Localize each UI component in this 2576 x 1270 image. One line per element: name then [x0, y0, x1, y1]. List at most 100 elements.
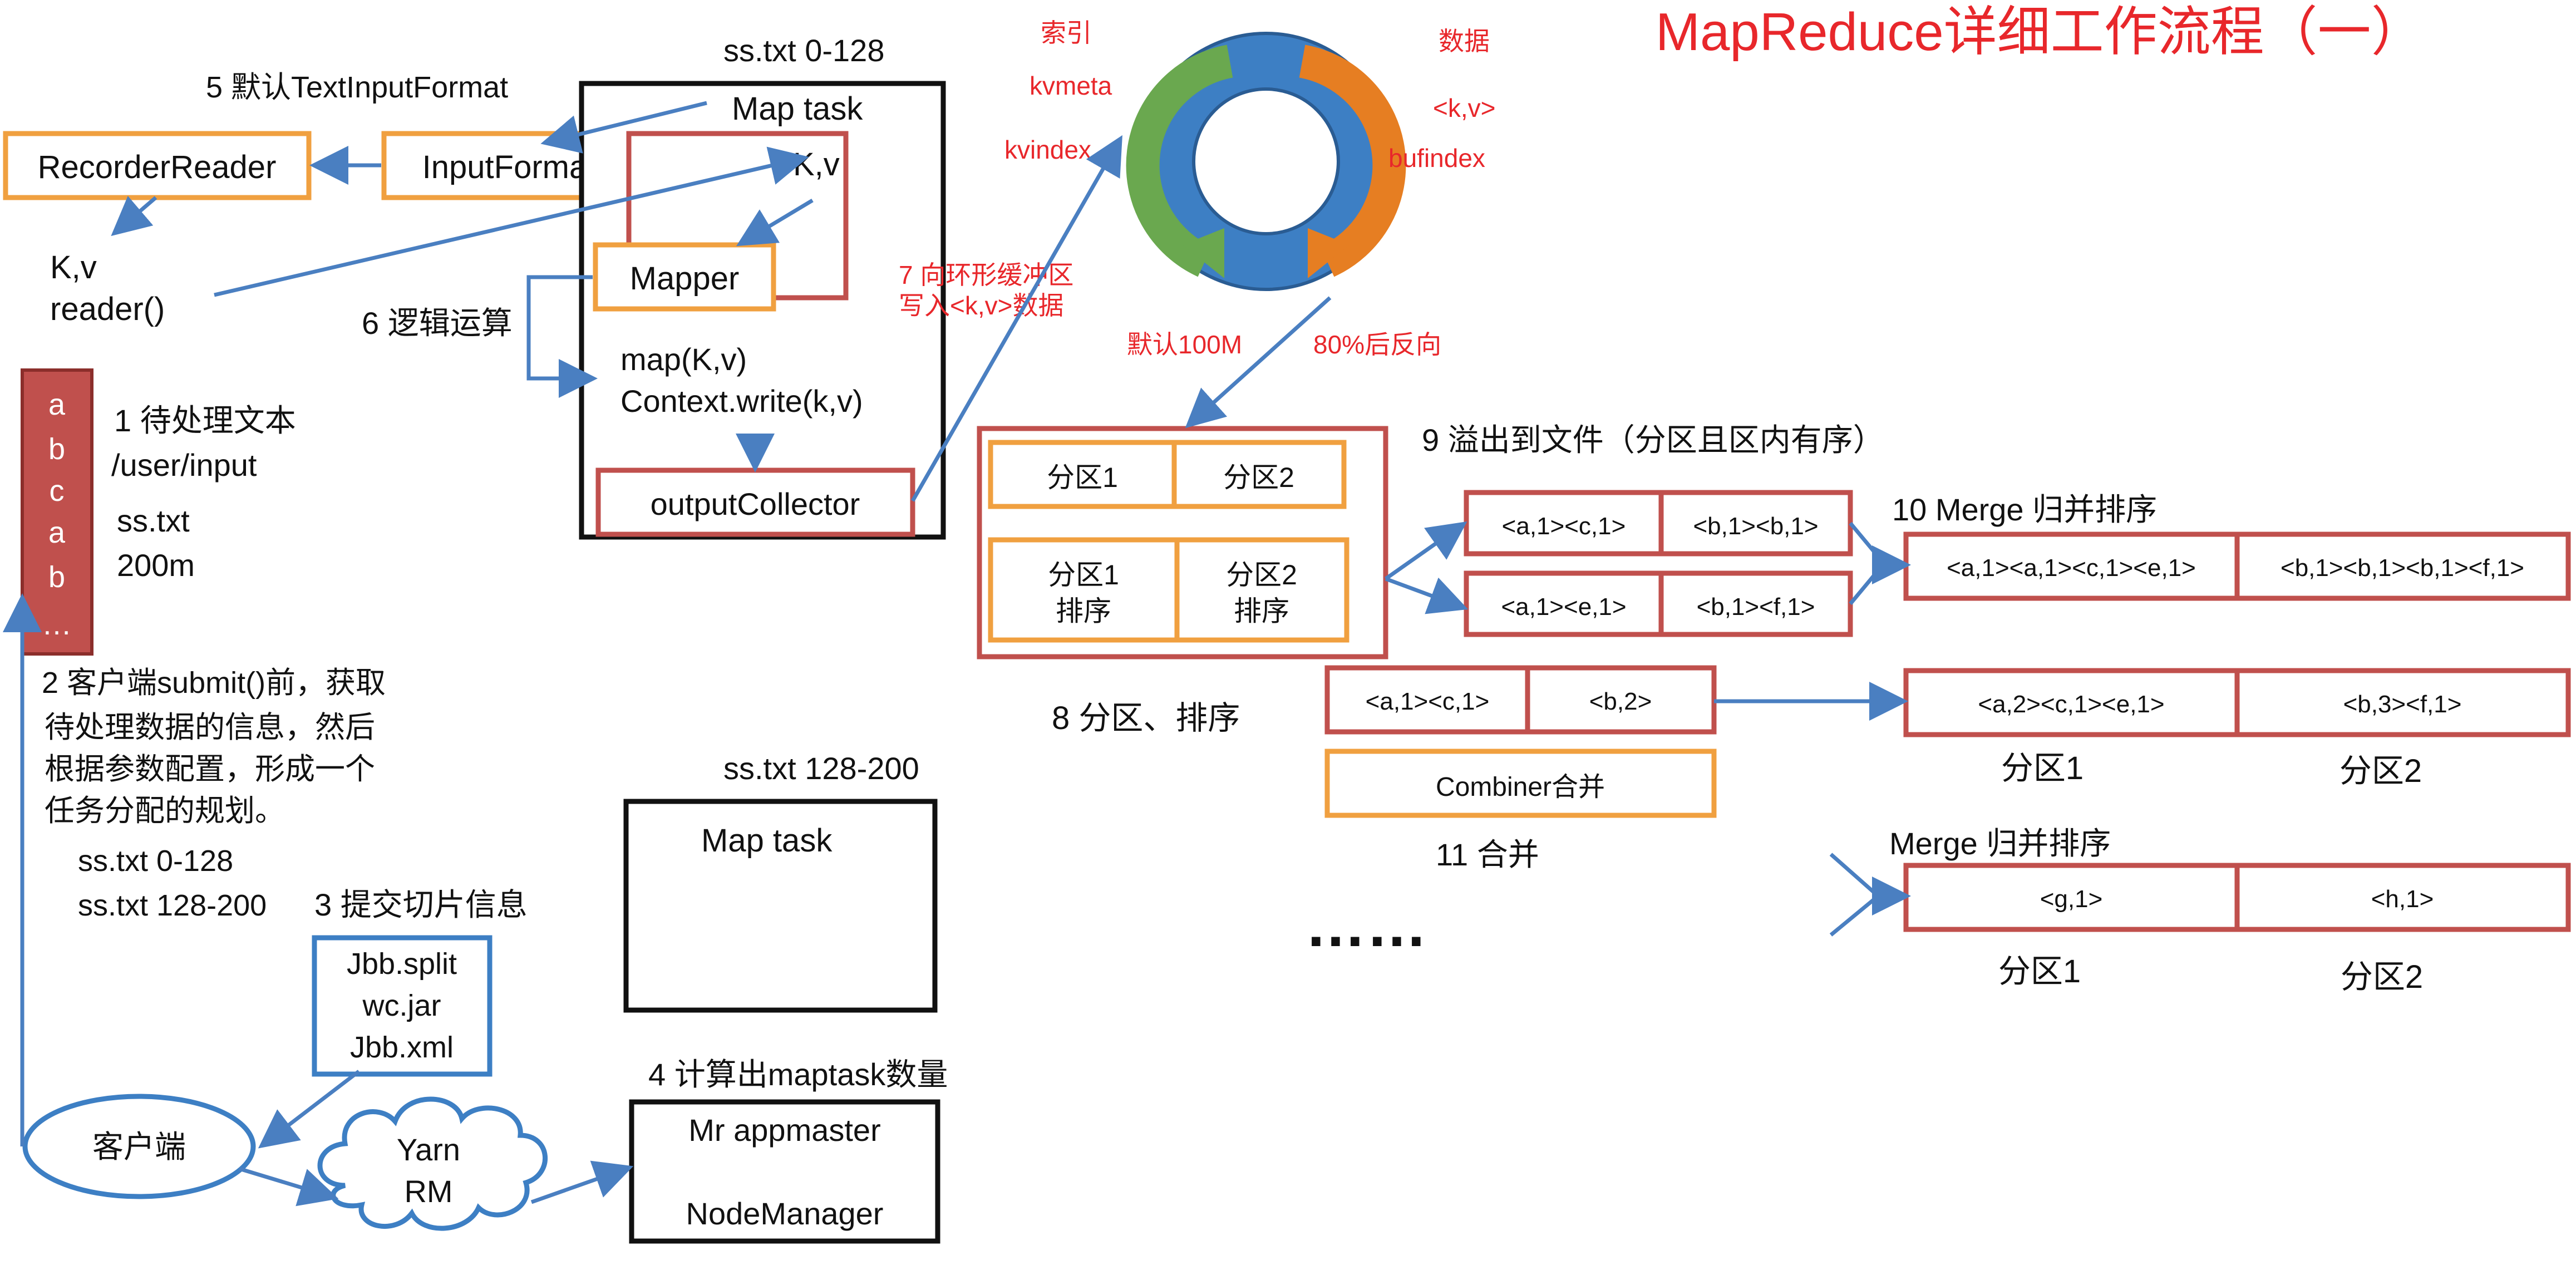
spill2-box: [1464, 570, 1853, 637]
ring-green-arrow: [1126, 45, 1233, 277]
spill1-b: <b,1><b,1>: [1693, 513, 1818, 540]
step1-line2: /user/input: [111, 447, 257, 483]
file-char: b: [48, 432, 65, 466]
merged-out-a: <a,2><c,1><e,1>: [1978, 691, 2164, 718]
output-collector-label: outputCollector: [651, 486, 860, 521]
combine-in-b: <b,2>: [1589, 688, 1652, 715]
step2-line1: 2 客户端submit()前，获取: [42, 666, 386, 700]
partition1-box: [988, 440, 1177, 509]
ring-left-2: kvmeta: [1030, 71, 1112, 100]
client-node: [22, 1094, 256, 1199]
file-char: …: [42, 608, 72, 641]
job-files-box: [312, 935, 492, 1077]
maptask1-label: Map task: [732, 91, 863, 127]
flow-arrows: [3, 101, 1911, 1207]
step1-line1: 1 待处理文本: [114, 403, 296, 438]
step2-line4: 任务分配的规划。: [45, 794, 285, 828]
partition2-sort-line1: 分区2: [1226, 559, 1297, 590]
ring-right-3: bufindex: [1388, 144, 1485, 173]
file-char: a: [48, 516, 66, 549]
partition2-label: 分区2: [1223, 462, 1294, 493]
combine-in-a: <a,1><c,1>: [1366, 688, 1490, 715]
job-file-xml: Jbb.xml: [350, 1031, 454, 1064]
appmaster-label-1: Mr appmaster: [688, 1113, 880, 1148]
job-file-split: Jbb.split: [347, 947, 457, 981]
step11-label: 11 合并: [1436, 837, 1539, 872]
step2-line2: 待处理数据的信息，然后: [45, 711, 375, 744]
merged-partition1-label: 分区1: [2001, 750, 2084, 786]
merge1-a: <a,1><a,1><c,1><e,1>: [1947, 554, 2196, 582]
file-char: c: [50, 474, 65, 508]
step2-line3: 根据参数配置，形成一个: [45, 752, 375, 786]
step1-line3: ss.txt: [117, 503, 190, 538]
recorder-reader-label: RecorderReader: [38, 149, 277, 185]
recorder-reader-box: [3, 131, 312, 200]
partition2-sort-line2: 排序: [1234, 595, 1289, 627]
spill2-a: <a,1><e,1>: [1501, 593, 1626, 621]
partition1-sort-line2: 排序: [1056, 595, 1111, 627]
step9-label: 9 溢出到文件（分区且区内有序）: [1422, 422, 1884, 457]
file-char: a: [48, 388, 66, 421]
partition1-sort-line1: 分区1: [1048, 559, 1119, 590]
ring-left-3: kvindex: [1004, 135, 1091, 164]
reader-call-label: reader(): [50, 291, 165, 327]
ring-threshold: 80%后反向: [1313, 330, 1441, 359]
step6-label: 6 逻辑运算: [362, 306, 513, 341]
context-write: Context.write(k,v): [620, 383, 863, 419]
maptask2-header: ss.txt 128-200: [723, 751, 919, 786]
step7-line2: 写入<k,v>数据: [899, 291, 1064, 320]
merged-out-b: <b,3><f,1>: [2343, 691, 2462, 718]
maptask2-label: Map task: [701, 823, 833, 859]
step7-line1: 7 向环形缓冲区: [899, 260, 1073, 289]
merge2-label: Merge 归并排序: [1889, 826, 2111, 861]
step10-label: 10 Merge 归并排序: [1892, 492, 2157, 527]
split-info-2: ss.txt 128-200: [78, 889, 267, 922]
step1-line4: 200m: [117, 548, 195, 583]
maptask2-box: [623, 799, 938, 1013]
step4-label: 4 计算出maptask数量: [648, 1057, 948, 1092]
combiner-label: Combiner合并: [1436, 772, 1605, 802]
partition1-sort-box: [988, 537, 1180, 643]
maptask1-kv: K,v: [793, 146, 840, 183]
ring-default-size: 默认100M: [1127, 330, 1242, 359]
appmaster-box: [629, 1099, 940, 1244]
spill2-b: <b,1><f,1>: [1697, 593, 1815, 621]
file-chars: a b c a b …: [42, 388, 72, 641]
ring-left-1: 索引: [1041, 18, 1092, 47]
job-file-jar: wc.jar: [362, 989, 441, 1022]
partition1-label: 分区1: [1047, 462, 1118, 493]
step8-label: 8 分区、排序: [1052, 700, 1240, 736]
ring-right-2: <k,v>: [1433, 93, 1496, 122]
page-title: MapReduce详细工作流程（一）: [1656, 2, 2425, 62]
merge2-partition1-label: 分区1: [1998, 953, 2081, 990]
map-call: map(K,v): [620, 342, 747, 377]
mapper-box: [593, 242, 776, 312]
merge1-b: <b,1><b,1><b,1><f,1>: [2281, 554, 2524, 582]
merge2-partition2-label: 分区2: [2341, 959, 2423, 995]
merge2-a: <g,1>: [2040, 885, 2103, 913]
input-format-label: InputFormat: [422, 149, 597, 185]
yarn-label-1: Yarn: [397, 1132, 460, 1167]
file-char: b: [48, 560, 65, 594]
step5-label: 5 默认TextInputFormat: [206, 71, 508, 104]
step3-label: 3 提交切片信息: [314, 887, 528, 922]
combine-in-box: [1324, 665, 1717, 735]
combiner-box: [1324, 749, 1717, 818]
partition2-box: [1171, 440, 1347, 509]
merge2-b: <h,1>: [2371, 885, 2434, 913]
merged-partition2-label: 分区2: [2339, 753, 2422, 789]
input-file-column: [21, 368, 93, 656]
ring-orange-arrow: [1299, 45, 1406, 277]
split-info-1: ss.txt 0-128: [78, 844, 233, 878]
ellipsis-dots: ……: [1305, 891, 1427, 959]
yarn-label-2: RM: [404, 1174, 452, 1209]
maptask1-header: ss.txt 0-128: [723, 33, 884, 68]
ring-right-1: 数据: [1439, 27, 1490, 56]
output-collector-box: [595, 467, 915, 537]
reader-kv-label: K,v: [50, 249, 97, 285]
client-label: 客户端: [92, 1129, 186, 1164]
appmaster-label-2: NodeManager: [686, 1196, 884, 1231]
mapper-label: Mapper: [630, 260, 740, 297]
